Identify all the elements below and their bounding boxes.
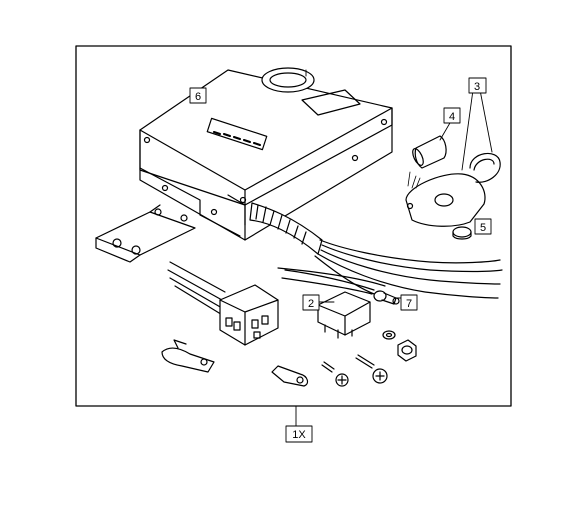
plug-connector-drawing [167, 261, 279, 346]
nut-drawing [397, 339, 417, 362]
callout-box-1x [285, 425, 313, 443]
wiring-harness-drawing [249, 202, 503, 299]
callout-box-7 [400, 294, 418, 311]
washer-drawing [382, 330, 396, 340]
callout-box-4 [443, 107, 461, 124]
screw-drawing [321, 354, 388, 387]
callout-box-5 [474, 218, 492, 235]
mounting-bracket-drawing [95, 204, 196, 263]
led-drawing [281, 269, 400, 305]
label-battery: 4 [449, 111, 455, 123]
label-cap: 5 [480, 222, 486, 234]
label-key-fob: 3 [474, 81, 480, 93]
label-assembly: 1X [292, 429, 306, 441]
callout-box-2 [302, 294, 320, 311]
callout-box-6 [189, 87, 207, 104]
cap-drawing [452, 226, 472, 238]
key-fob-drawing [405, 152, 501, 227]
label-led: 7 [406, 298, 412, 310]
small-clip-drawing [271, 365, 309, 387]
label-relay: 2 [308, 298, 314, 310]
diagram-frame [75, 45, 512, 407]
callout-box-3 [468, 77, 487, 94]
battery-drawing [412, 135, 447, 169]
control-unit-drawing [139, 67, 393, 241]
label-control-unit: 6 [195, 91, 201, 103]
relay-drawing [317, 291, 371, 339]
clip-drawing [161, 339, 215, 373]
